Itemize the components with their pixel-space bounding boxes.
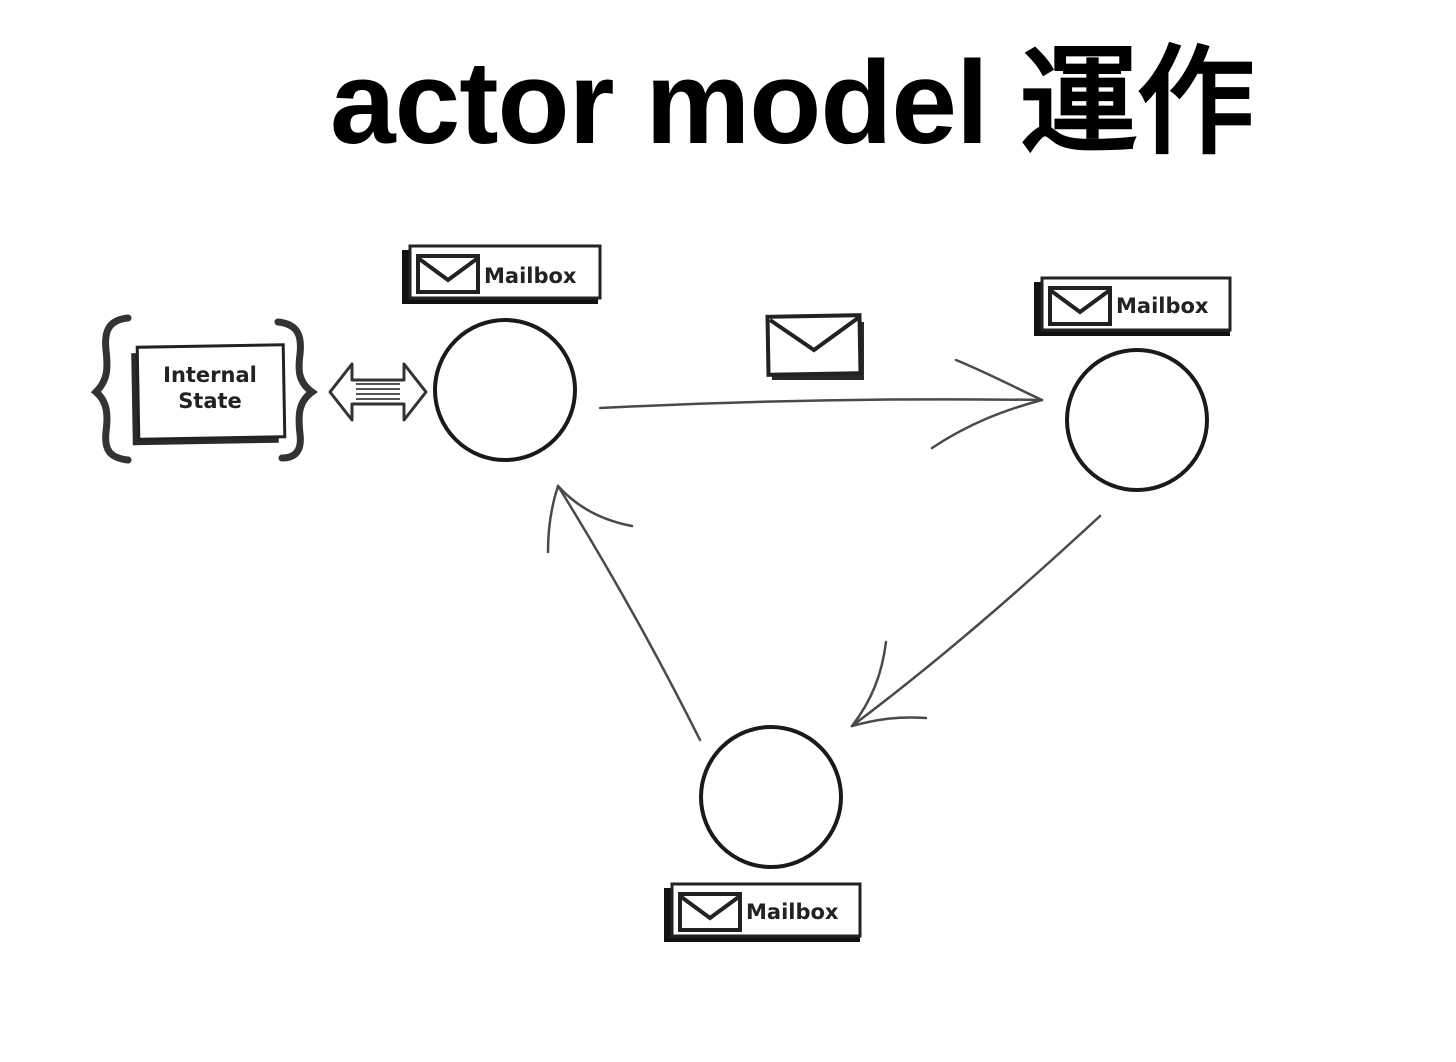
arrow-left-to-right — [598, 358, 1044, 450]
internal-state-group: Internal State — [90, 314, 319, 464]
mailbox-left-label: Mailbox — [484, 264, 577, 288]
mailbox-bottom: Mailbox — [664, 882, 862, 942]
arrow-bottom-to-left — [546, 484, 702, 742]
actor-bottom-circle — [699, 725, 843, 869]
mailbox-bottom-label: Mailbox — [746, 900, 839, 924]
mailbox-right-label: Mailbox — [1116, 294, 1209, 318]
internal-state-label-line1: Internal — [163, 363, 257, 387]
message-envelope-icon — [765, 313, 864, 380]
actor-left-circle — [433, 318, 577, 462]
double-arrow-icon — [328, 362, 428, 422]
arrow-right-to-bottom — [850, 514, 1102, 728]
mailbox-left: Mailbox — [402, 244, 602, 304]
envelope-icon — [1048, 286, 1112, 326]
envelope-icon — [416, 254, 480, 294]
right-brace-icon — [274, 318, 319, 462]
actor-right-circle — [1065, 348, 1209, 492]
envelope-icon — [678, 892, 742, 932]
slide-title: actor model 運作 — [330, 37, 1255, 169]
left-brace-icon — [90, 314, 132, 464]
internal-state-label-line2: State — [178, 389, 242, 413]
mailbox-right: Mailbox — [1034, 276, 1232, 336]
